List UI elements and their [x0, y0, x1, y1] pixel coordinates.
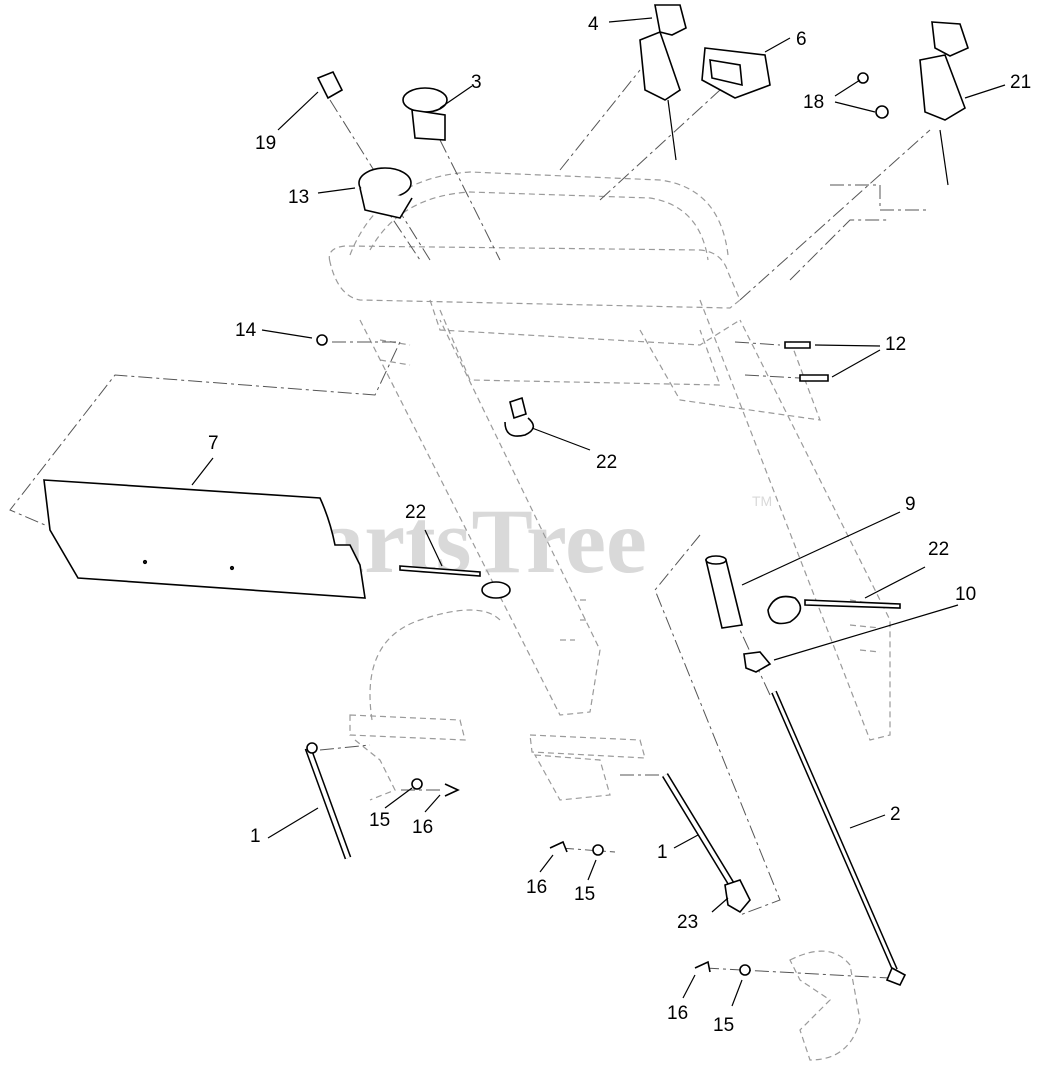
callout-15-left: 15 — [369, 810, 390, 831]
part-19-key — [316, 70, 344, 100]
part-16-hairpins — [444, 783, 711, 973]
callout-2: 2 — [890, 804, 901, 825]
part-21-control-lever — [919, 21, 969, 186]
part-1-rod-right — [662, 773, 738, 892]
part-9-sleeve — [704, 555, 743, 629]
part-1-rod-left — [304, 742, 352, 860]
callout-23: 23 — [677, 912, 698, 933]
callout-13: 13 — [288, 187, 309, 208]
part-13-ignition-switch — [358, 167, 413, 219]
callout-16-middle: 16 — [526, 877, 547, 898]
callout-10: 10 — [955, 584, 976, 605]
callout-19: 19 — [255, 133, 276, 154]
callout-18: 18 — [803, 92, 824, 113]
part-23-hook — [724, 879, 751, 914]
callout-12: 12 — [885, 334, 906, 355]
part-10-wing-nut — [743, 651, 772, 673]
part-14-fastener — [316, 334, 328, 346]
callout-15-bottom: 15 — [713, 1015, 734, 1036]
callout-6: 6 — [796, 29, 807, 50]
callout-22-upper: 22 — [596, 452, 617, 473]
callout-3: 3 — [471, 72, 482, 93]
callout-labels: 4 6 3 19 13 18 21 14 12 22 7 22 9 22 10 … — [208, 14, 1031, 1036]
part-4-throttle-lever — [639, 4, 687, 161]
callout-16-left: 16 — [412, 817, 433, 838]
part-6-module — [701, 47, 771, 99]
handle-frame-phantom — [328, 171, 891, 1061]
callout-14: 14 — [235, 320, 257, 341]
callout-9: 9 — [905, 494, 916, 515]
part-2-rod — [771, 690, 907, 987]
leader-lines — [191, 17, 1006, 1007]
callout-7: 7 — [208, 433, 219, 454]
part-15-washers — [411, 778, 751, 976]
callout-1-left: 1 — [250, 826, 261, 847]
callout-21: 21 — [1010, 72, 1031, 93]
callout-1-right: 1 — [657, 842, 668, 863]
part-12-bolts — [784, 341, 829, 382]
part-22-tie-upper — [504, 396, 535, 437]
part-18-nuts — [857, 72, 889, 119]
callout-22-middle: 22 — [405, 502, 426, 523]
callout-22-right: 22 — [928, 539, 949, 560]
part-7-cover-panel — [43, 479, 366, 599]
callout-15-middle: 15 — [574, 884, 595, 905]
callout-4: 4 — [588, 14, 599, 35]
part-22-tie-middle — [399, 565, 511, 599]
watermark-trademark: TM — [752, 493, 772, 509]
part-3-switch — [402, 87, 448, 141]
part-22-tie-right — [767, 595, 901, 625]
assembly-lines — [9, 69, 931, 979]
callout-16-bottom: 16 — [667, 1003, 688, 1024]
